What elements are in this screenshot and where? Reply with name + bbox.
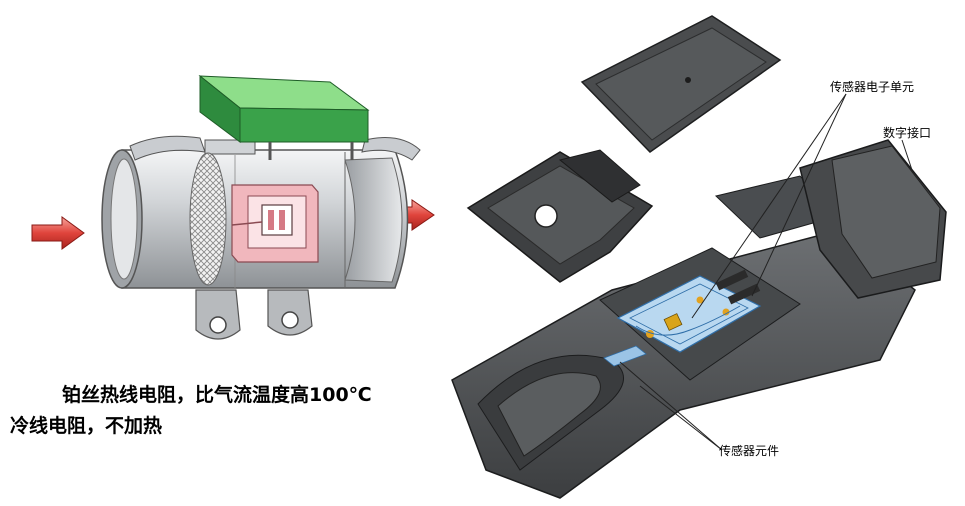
- sensor-element: [603, 345, 647, 367]
- callout-sensor-electronics: 传感器电子单元: [830, 80, 915, 94]
- caption-cold-wire: 冷线电阻，不加热: [10, 415, 163, 437]
- leader-lines: [619, 93, 913, 451]
- green-circuit-board: [198, 74, 370, 160]
- mesh-screen: [189, 152, 227, 286]
- sensor-lid: [580, 15, 782, 153]
- hot-wire-element: [231, 184, 319, 263]
- mounting-lugs: [195, 289, 313, 340]
- sensor-electronics-board: [616, 269, 762, 353]
- digital-connector: [799, 139, 947, 299]
- caption-hot-wire: 铂丝热线电阻，比气流温度高100℃: [62, 384, 372, 406]
- callout-sensor-element: 传感器元件: [719, 444, 780, 458]
- inner-cover: [466, 149, 654, 283]
- airflow-arrow-in: [31, 216, 85, 250]
- callout-digital-interface: 数字接口: [883, 126, 932, 140]
